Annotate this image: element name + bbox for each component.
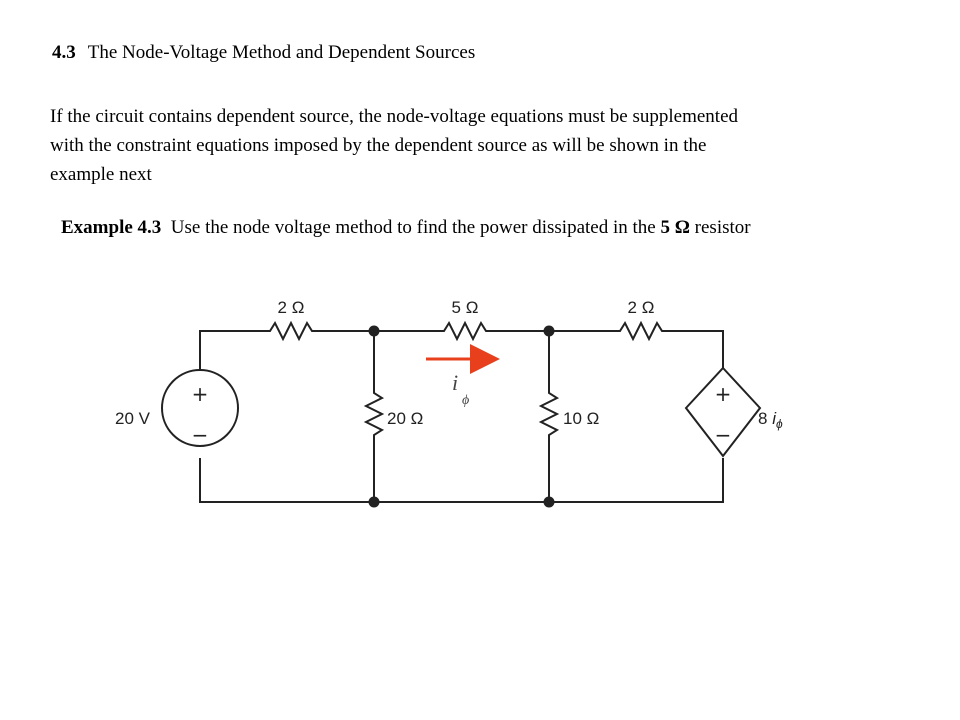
node-dot <box>543 325 555 337</box>
voltage-source-label: 20 V <box>115 409 151 428</box>
dependent-source-symbol <box>684 366 762 458</box>
r-right-top-label: 2 Ω <box>628 298 655 317</box>
node-dot <box>543 496 555 508</box>
circuit-diagram: 2 Ω 5 Ω 2 Ω 20 Ω 10 Ω 20 V + − + − 8 iϕ … <box>115 298 783 508</box>
example-label: Example 4.3 <box>61 217 162 238</box>
dep-sub: ϕ <box>776 417 783 431</box>
intro-paragraph: If the circuit contains dependent source… <box>50 102 940 189</box>
example-text: Use the node voltage method to find the … <box>170 217 656 238</box>
node-dot <box>368 325 380 337</box>
minus-sign: − <box>715 423 732 447</box>
current-subscript: ϕ <box>462 393 469 408</box>
intro-line: If the circuit contains dependent source… <box>50 106 739 127</box>
dep-var: i <box>772 409 777 428</box>
circuit-wires <box>199 320 724 503</box>
plus-sign: + <box>192 382 209 406</box>
plus-sign: + <box>715 382 732 406</box>
r-shunt-left-label: 20 Ω <box>387 409 423 428</box>
dep-coeff: 8 <box>758 409 767 428</box>
node-dot <box>368 496 380 508</box>
section-heading: 4.3 The Node-Voltage Method and Dependent… <box>52 40 475 66</box>
example-statement: Example 4.3 Use the node voltage method … <box>61 214 751 242</box>
dependent-source-label: 8 iϕ <box>758 409 783 431</box>
voltage-source-symbol <box>161 369 239 447</box>
intro-line: example next <box>50 164 152 185</box>
section-number: 4.3 <box>52 42 76 63</box>
minus-sign: − <box>192 423 209 447</box>
r-shunt-right-label: 10 Ω <box>563 409 599 428</box>
example-resistor-label: 5 Ω <box>660 217 690 238</box>
r-left-top-label: 2 Ω <box>278 298 305 317</box>
current-variable: i <box>452 370 458 395</box>
section-title: The Node-Voltage Method and Dependent So… <box>87 42 476 63</box>
example-tail: resistor <box>694 217 751 238</box>
intro-line: with the constraint equations imposed by… <box>50 135 707 156</box>
r-mid-top-label: 5 Ω <box>452 298 479 317</box>
